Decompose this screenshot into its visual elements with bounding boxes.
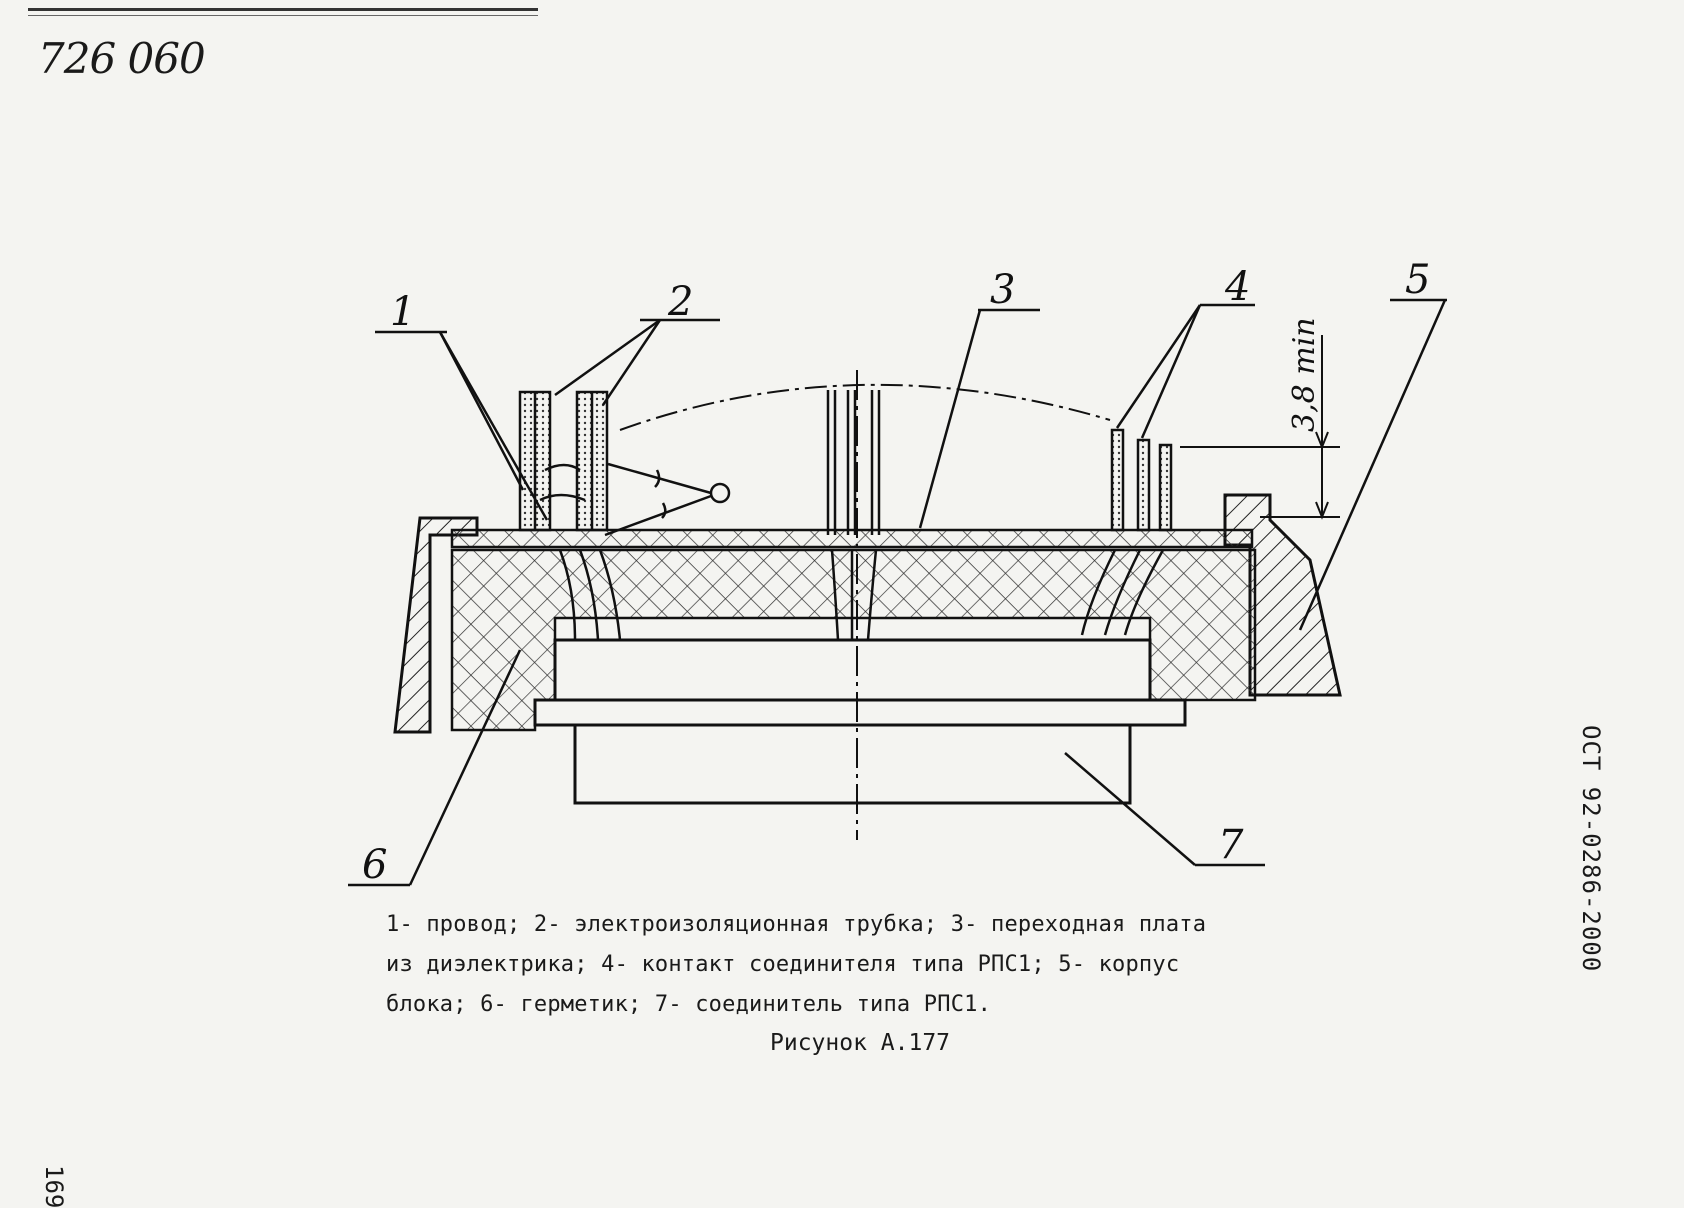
callout-4: 4 [1224,264,1250,310]
callout-6: 6 [362,842,387,888]
connector-flange [535,700,1185,725]
contact-arc [620,385,1110,430]
flow-arrows [605,464,729,535]
caption-line-3: блока; 6- герметик; 7- соединитель типа … [386,985,1266,1025]
connector-body [575,725,1130,803]
callout-5: 5 [1405,257,1430,303]
figure-title: Рисунок А.177 [770,1030,950,1056]
caption-line-1: 1- провод; 2- электроизоляционная трубка… [386,905,1266,945]
standard-code: ОСТ 92-0286-2000 [1577,725,1605,972]
callout-2: 2 [667,279,693,325]
callout-7: 7 [1218,822,1244,868]
transition-board [452,530,1252,547]
caption-line-2: из диэлектрика; 4- контакт соединителя т… [386,945,1266,985]
callout-3: 3 [990,267,1015,313]
figure-caption: 1- провод; 2- электроизоляционная трубка… [386,905,1266,1025]
dimension-label: 3,8 min [1287,317,1322,432]
page-number: 169 [40,1165,68,1208]
callout-1: 1 [390,289,415,335]
connector-top-plate [555,640,1150,700]
